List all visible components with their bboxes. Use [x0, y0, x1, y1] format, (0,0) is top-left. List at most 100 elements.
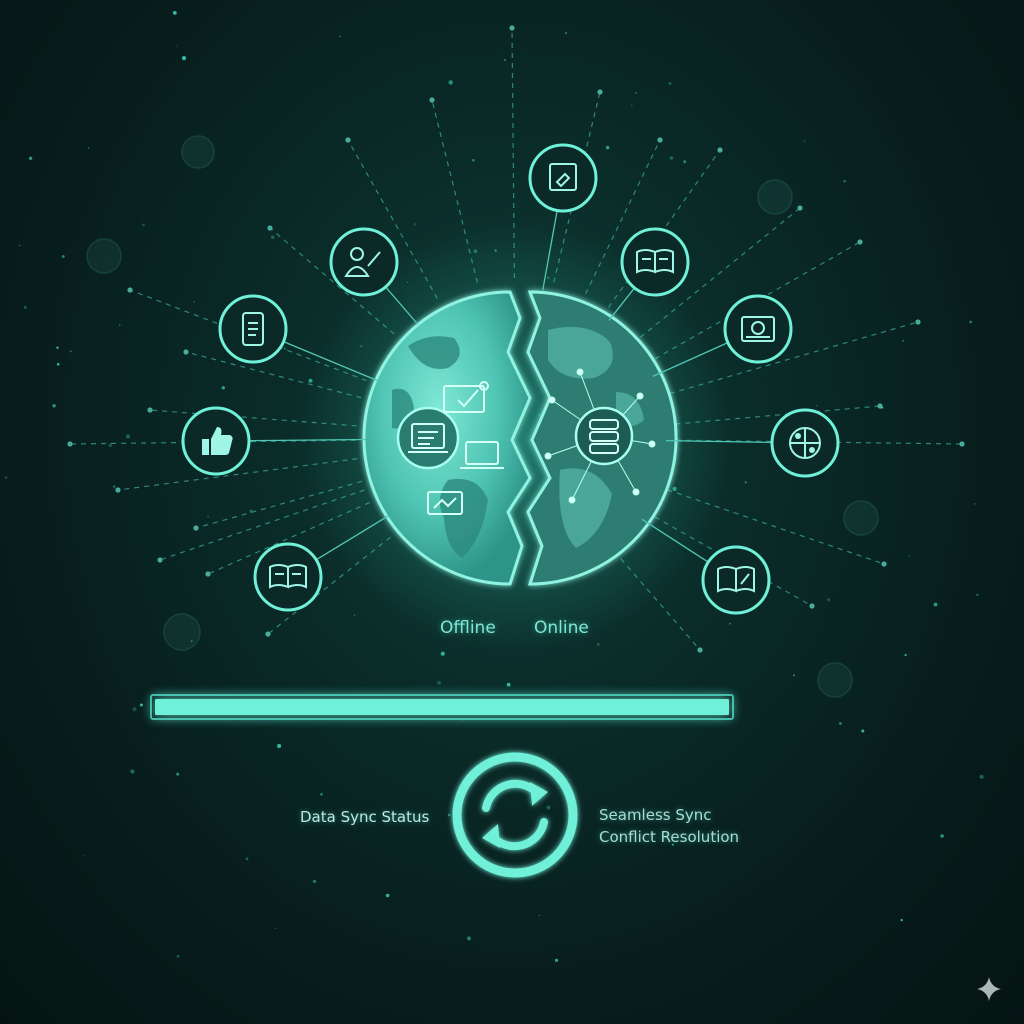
- particle: [245, 857, 249, 861]
- ray-endpoint: [717, 147, 723, 153]
- ray-endpoint: [857, 239, 863, 245]
- ray-endpoint: [157, 557, 163, 563]
- dashed-ray: [159, 489, 365, 561]
- particle: [52, 404, 56, 408]
- particle: [669, 156, 674, 160]
- laptop-icon: [460, 441, 504, 469]
- particle: [130, 769, 135, 774]
- particle: [83, 855, 85, 857]
- particle: [320, 793, 323, 796]
- ray-endpoint: [127, 287, 133, 293]
- particle: [538, 914, 541, 917]
- particle: [125, 434, 131, 439]
- particle: [385, 893, 390, 898]
- particle: [904, 653, 907, 657]
- particle: [274, 927, 276, 929]
- faint-icon: [757, 179, 793, 215]
- particle: [339, 35, 341, 38]
- dashed-ray: [269, 227, 395, 335]
- particle: [193, 301, 195, 303]
- particle: [546, 805, 551, 810]
- particle: [908, 555, 910, 557]
- icon-ring: [181, 143, 840, 615]
- particle: [176, 954, 180, 958]
- ray-endpoint: [697, 647, 703, 653]
- ray-endpoint: [797, 205, 803, 211]
- particle: [190, 640, 193, 643]
- particle: [671, 843, 674, 846]
- particle: [353, 614, 356, 616]
- particle: [933, 602, 938, 607]
- particle: [277, 744, 282, 748]
- particle: [119, 324, 121, 326]
- particle: [827, 598, 831, 602]
- particle: [565, 31, 568, 35]
- open-book-icon[interactable]: [253, 515, 389, 612]
- ray-endpoint: [265, 631, 271, 637]
- ray-endpoint: [959, 441, 965, 447]
- conflict-resolution-label: Conflict Resolution: [599, 828, 740, 846]
- ray-endpoint: [881, 561, 887, 567]
- particle: [207, 515, 210, 518]
- laptop-checklist-icon: [396, 406, 460, 470]
- faint-icon: [181, 135, 215, 169]
- particle: [221, 386, 225, 390]
- particle: [631, 104, 633, 107]
- sync-icon[interactable]: [452, 752, 578, 878]
- particle: [23, 305, 27, 309]
- particle: [413, 223, 417, 226]
- ray-endpoint: [597, 89, 603, 95]
- chart-card-icon: [427, 491, 463, 515]
- particle: [283, 347, 286, 350]
- particle: [61, 255, 65, 258]
- faint-icon: [163, 613, 201, 651]
- ray-endpoint: [657, 137, 663, 143]
- dashed-ray: [195, 480, 363, 529]
- particle: [312, 879, 317, 884]
- continent-shape: [548, 326, 613, 379]
- online-label: Online: [534, 618, 589, 638]
- faint-icon: [817, 662, 853, 698]
- puzzle-icon[interactable]: [665, 408, 840, 478]
- ray-endpoint: [345, 137, 351, 143]
- particle: [175, 45, 178, 47]
- particle: [605, 145, 610, 150]
- ray-endpoint: [809, 603, 815, 609]
- document-edit-icon[interactable]: [528, 143, 598, 291]
- particle: [803, 140, 806, 143]
- particle: [440, 651, 445, 656]
- particle: [839, 722, 842, 725]
- globe: [362, 290, 678, 586]
- particle: [902, 339, 905, 342]
- particle: [554, 958, 559, 962]
- particle: [28, 156, 33, 160]
- particle: [270, 235, 275, 239]
- ray-endpoint: [267, 225, 273, 231]
- thumbs-up-icon[interactable]: [181, 406, 367, 476]
- particle: [56, 363, 60, 366]
- particle: [900, 918, 903, 922]
- seamless-sync-label: Seamless Sync: [599, 806, 712, 824]
- particle: [815, 404, 818, 407]
- particle: [976, 593, 979, 596]
- sparkle-icon: [977, 977, 1001, 1001]
- ray-endpoint: [915, 319, 921, 325]
- particle: [729, 622, 732, 625]
- notebook-icon[interactable]: [641, 518, 771, 615]
- ray-endpoint: [147, 407, 153, 413]
- particle: [635, 91, 638, 95]
- ray-endpoint: [429, 97, 435, 103]
- mobile-document-icon[interactable]: [218, 294, 378, 382]
- faint-background-icons: [86, 135, 879, 698]
- open-book-icon[interactable]: [608, 227, 690, 321]
- particle: [172, 11, 177, 15]
- person-writing-icon[interactable]: [329, 227, 419, 325]
- sync-progress-bar: [150, 694, 734, 720]
- database-icon: [574, 406, 634, 466]
- particle: [448, 80, 453, 85]
- particle: [447, 813, 451, 817]
- particle: [142, 223, 145, 227]
- certificate-icon[interactable]: [652, 294, 793, 377]
- continent-shape: [439, 478, 488, 558]
